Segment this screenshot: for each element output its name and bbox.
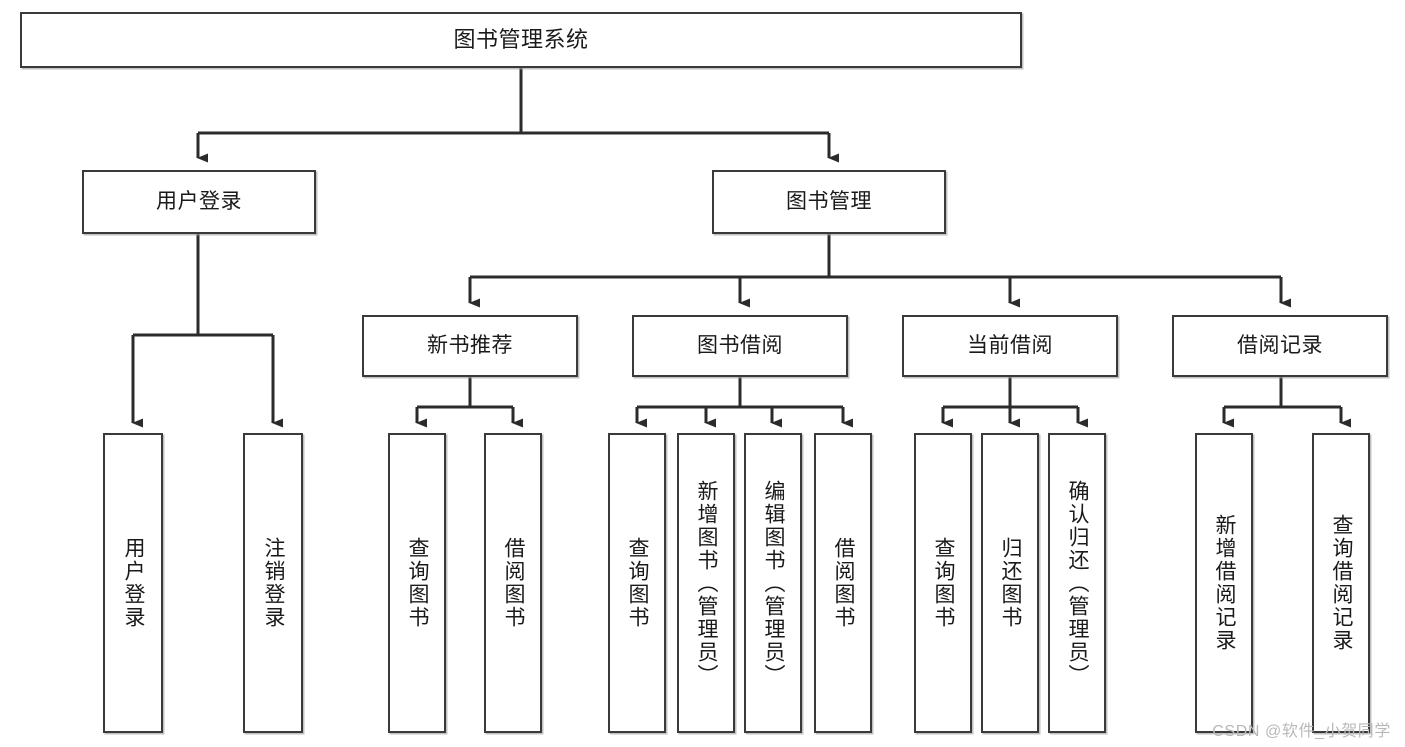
- node-label: 用户登录: [156, 189, 242, 213]
- node-leaf-query-book-borrow[interactable]: 查询图书: [608, 433, 666, 733]
- node-label: 新增图书（管理员）: [695, 479, 719, 687]
- node-borrowing-records[interactable]: 借阅记录: [1172, 315, 1388, 377]
- node-label: 编辑图书（管理员）: [762, 479, 786, 687]
- node-leaf-borrow-book[interactable]: 借阅图书: [814, 433, 872, 733]
- node-label: 查询借阅记录: [1330, 514, 1354, 652]
- node-label: 新书推荐: [427, 333, 513, 357]
- node-label: 注销登录: [262, 537, 286, 629]
- node-leaf-logout[interactable]: 注销登录: [243, 433, 303, 733]
- node-leaf-add-borrow-record[interactable]: 新增借阅记录: [1195, 433, 1253, 733]
- csdn-watermark: CSDN @软件_小贺同学: [1212, 723, 1391, 740]
- node-label: 图书借阅: [697, 333, 783, 357]
- node-leaf-add-book-admin[interactable]: 新增图书（管理员）: [677, 433, 735, 733]
- node-label: 当前借阅: [967, 333, 1053, 357]
- node-leaf-edit-book-admin[interactable]: 编辑图书（管理员）: [744, 433, 802, 733]
- node-label: 用户登录: [122, 537, 146, 629]
- node-new-book-recommendation[interactable]: 新书推荐: [362, 315, 578, 377]
- node-label: 新增借阅记录: [1213, 514, 1237, 652]
- node-user-login-group[interactable]: 用户登录: [82, 170, 316, 234]
- node-leaf-query-book-rec[interactable]: 查询图书: [388, 433, 446, 733]
- node-leaf-return-book[interactable]: 归还图书: [981, 433, 1039, 733]
- node-current-borrowing[interactable]: 当前借阅: [902, 315, 1118, 377]
- node-book-borrowing[interactable]: 图书借阅: [632, 315, 848, 377]
- node-label: 查询图书: [406, 537, 430, 629]
- node-label: 查询图书: [626, 537, 650, 629]
- node-label: 查询图书: [932, 537, 956, 629]
- node-book-management-group[interactable]: 图书管理: [712, 170, 946, 234]
- node-label: 图书管理系统: [453, 27, 589, 53]
- node-label: 归还图书: [999, 537, 1023, 629]
- node-leaf-borrow-book-rec[interactable]: 借阅图书: [484, 433, 542, 733]
- node-label: 图书管理: [786, 189, 872, 213]
- node-root-book-management-system[interactable]: 图书管理系统: [20, 12, 1022, 68]
- node-label: 确认归还（管理员）: [1066, 479, 1090, 687]
- node-leaf-user-login[interactable]: 用户登录: [103, 433, 163, 733]
- node-leaf-query-book-current[interactable]: 查询图书: [914, 433, 972, 733]
- node-leaf-query-borrow-record[interactable]: 查询借阅记录: [1312, 433, 1370, 733]
- node-label: 借阅图书: [832, 537, 856, 629]
- node-label: 借阅图书: [502, 537, 526, 629]
- node-leaf-confirm-return-admin[interactable]: 确认归还（管理员）: [1048, 433, 1106, 733]
- node-label: 借阅记录: [1237, 333, 1323, 357]
